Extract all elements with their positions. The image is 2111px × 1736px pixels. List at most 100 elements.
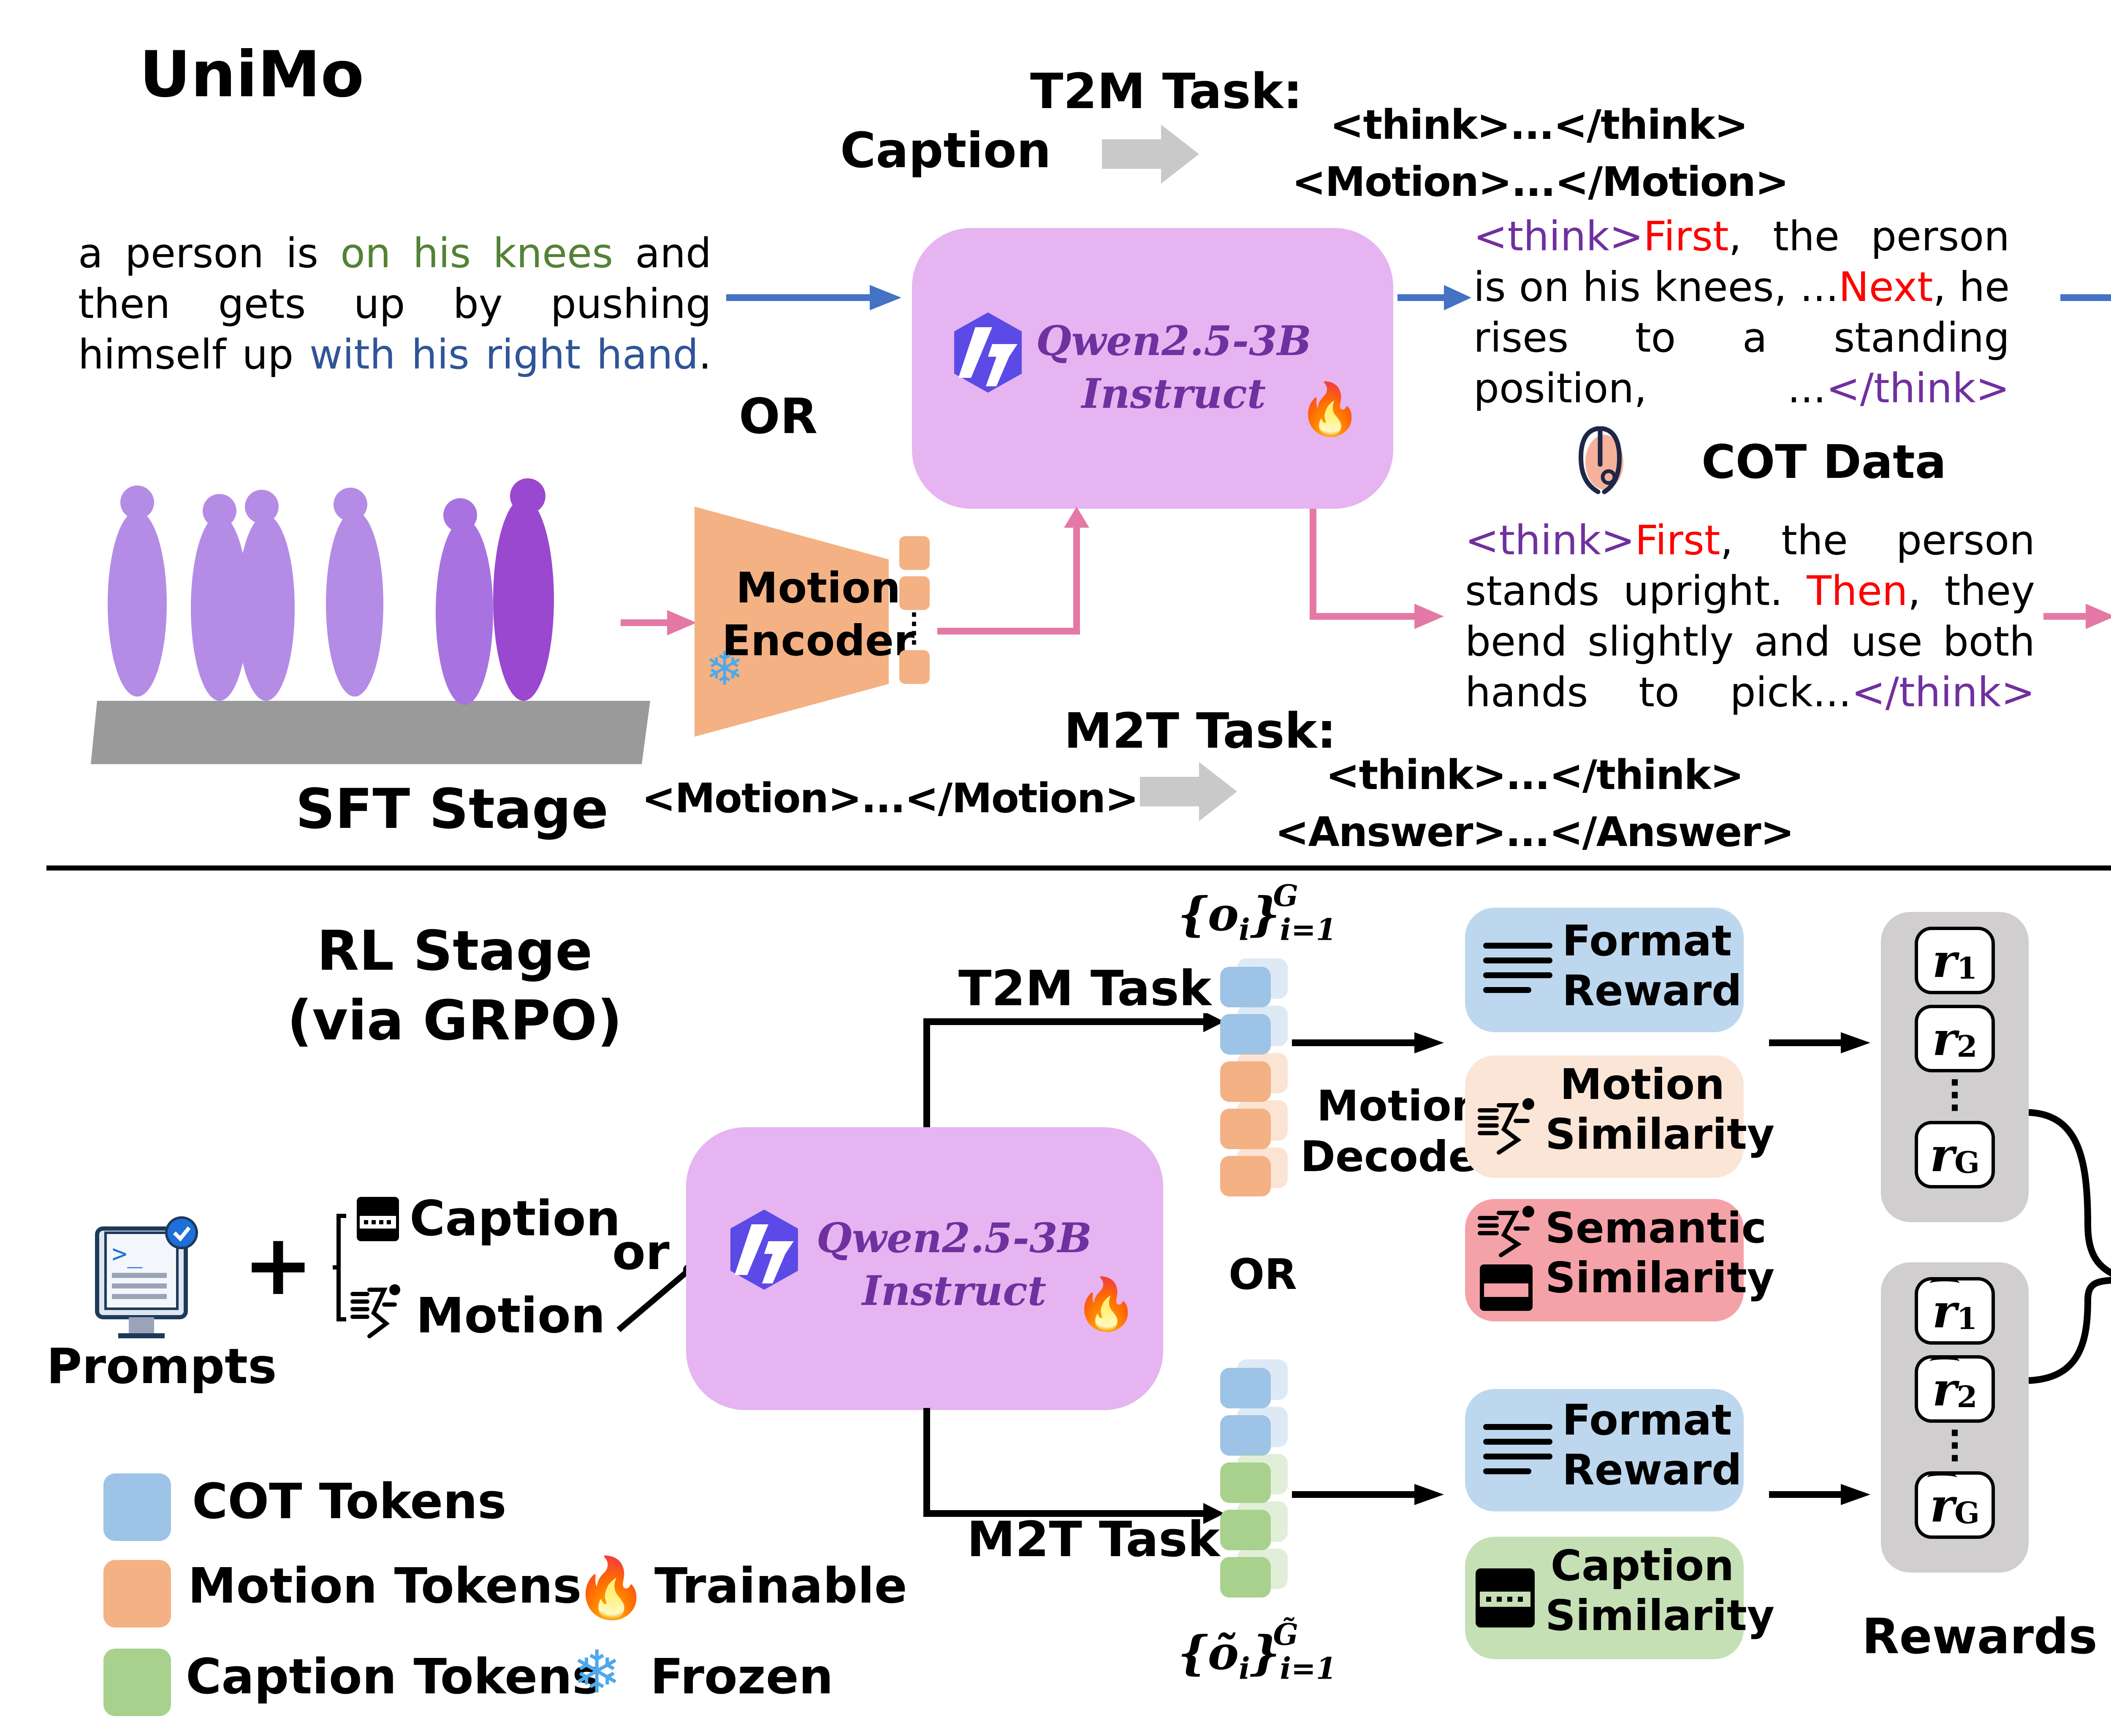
subscript: 2 [1956,1379,1978,1414]
cot-token [1220,967,1271,1007]
svg-text:>_: >_ [112,1239,143,1269]
fire-icon: 🔥 [1074,1275,1138,1334]
or-between-outputs: OR [1229,1250,1297,1299]
step-word: First [1635,517,1720,564]
subscript: 2 [1956,1028,1978,1064]
cot-data-label: COT Data [1701,435,1946,489]
encoder-label-line2: Encoder [722,616,915,665]
set-sup: G̃ [1273,1617,1299,1652]
set-sub: i [1239,1651,1250,1686]
step-word: First [1643,213,1729,260]
t2m-input-caption: Caption [840,122,1051,179]
rl-stage-line1: RL Stage [317,919,593,983]
blue-arrow-caption-to-model [726,285,901,310]
format-reward-box-m2t [1465,1389,1744,1511]
step-word: Next [1838,263,1933,311]
set-sub: i [1239,912,1250,947]
prompts-label: Prompts [46,1338,277,1395]
set-sup: G [1273,878,1299,913]
fire-icon: 🔥 [574,1554,648,1622]
option-motion-label: Motion [416,1288,605,1344]
set-range: i=1 [1280,1651,1337,1686]
cot-token [1220,1368,1271,1408]
encoder-token [899,536,930,570]
sft-stage-label: SFT Stage [296,777,609,841]
rl-t2m-task-label: T2M Task [958,960,1212,1017]
m2t-output-think: <think>...</think> [1326,751,1744,799]
reward-line2: Similarity [1545,1591,1775,1640]
t2m-output-set: {oi}i=1G [1178,878,1337,947]
reward-line1: Motion [1560,1060,1725,1109]
ellipsis: ··· [1948,1413,1962,1478]
symbol: r [1927,1472,1957,1533]
reward-line1: Format [1562,916,1732,966]
caption-highlight-knees: on his knees [340,230,613,277]
cot-text: , he rises to a standing position, ... [1473,263,2010,412]
pink-arrow-motion-to-encoder [621,610,697,635]
legend-swatch-caption [103,1649,171,1716]
motion-encoder-label: Motion Encoder [722,561,914,667]
brain-gear-icon [1579,426,1623,494]
running-caption-icon [1478,1206,1534,1311]
caption-example: a person is on his knees and then gets u… [78,228,711,380]
or-connector-label: or [612,1224,670,1281]
blue-arrow-model-to-cot [1397,285,1471,310]
motion-token [1220,1109,1271,1149]
encoder-label-line1: Motion [736,563,901,613]
rl-stage-label: RL Stage (via GRPO) [287,916,622,1055]
set-base: õ [1207,1625,1239,1680]
snowflake-icon: ❄ [705,642,744,696]
decoder-line1: Motion [1316,1081,1481,1131]
legend-label-frozen: Frozen [650,1649,833,1705]
blue-arrow-cot-to-motion [2060,294,2111,301]
rl-m2t-task-label: M2T Task [967,1511,1220,1568]
subscript: 1 [1956,1301,1978,1336]
t2m-task-label: T2M Task: [1030,63,1303,120]
motion-encoder-block [695,507,889,737]
caption-icon [357,1197,399,1241]
subscript: G [1954,1145,1980,1180]
format-reward-box-t2m [1465,908,1744,1032]
step-word: Then [1807,567,1908,615]
legend-swatch-motion [103,1560,171,1628]
m2t-output-answer: <Answer>...</Answer> [1275,808,1794,856]
cot-text: , the person stands upright. [1465,517,2035,615]
motion-token [1220,1156,1271,1196]
encoder-token [899,576,930,610]
cot-token [1220,1014,1271,1055]
reward-line2: Reward [1562,1445,1742,1495]
t2m-output-motion: <Motion>...</Motion> [1292,158,1789,206]
cot-t2m-text: <think>First, the person is on his knees… [1473,211,2010,414]
motion-decoder-label: Motion Decoder [1300,1081,1498,1182]
running-person-icon [1478,1098,1534,1155]
tokens-to-rewards-arrows [1292,1032,1444,1505]
rl-stage-line2: (via GRPO) [287,988,622,1052]
symbol: r [1929,1278,1959,1338]
fire-icon: 🔥 [1298,380,1362,439]
format-lines-icon [1483,1424,1552,1474]
cot-text: , the person is on his knees, ... [1473,213,2010,311]
symbol: r [1929,1356,1959,1416]
rewards-to-group-curves [2029,1109,2111,1384]
format-lines-icon [1483,943,1552,993]
decoder-line2: Decoder [1300,1132,1498,1181]
pink-arrow-encoder-to-model [937,507,1089,635]
symbol: r [1930,1127,1955,1182]
reward-line2: Similarity [1545,1109,1775,1159]
think-close-tag: </think> [1851,669,2035,716]
pink-arrow-model-to-m2t-cot [1310,509,1444,629]
prompts-monitor-icon: >_ [95,1216,198,1338]
caption-highlight-hand: with his right hand [309,331,699,378]
caption-text-part: a person is [78,230,341,277]
legend-label-trainable: Trainable [654,1558,907,1614]
symbol: r [1932,933,1957,988]
snowflake-icon: ❄ [572,1638,622,1707]
legend-label-cot: COT Tokens [192,1473,507,1530]
